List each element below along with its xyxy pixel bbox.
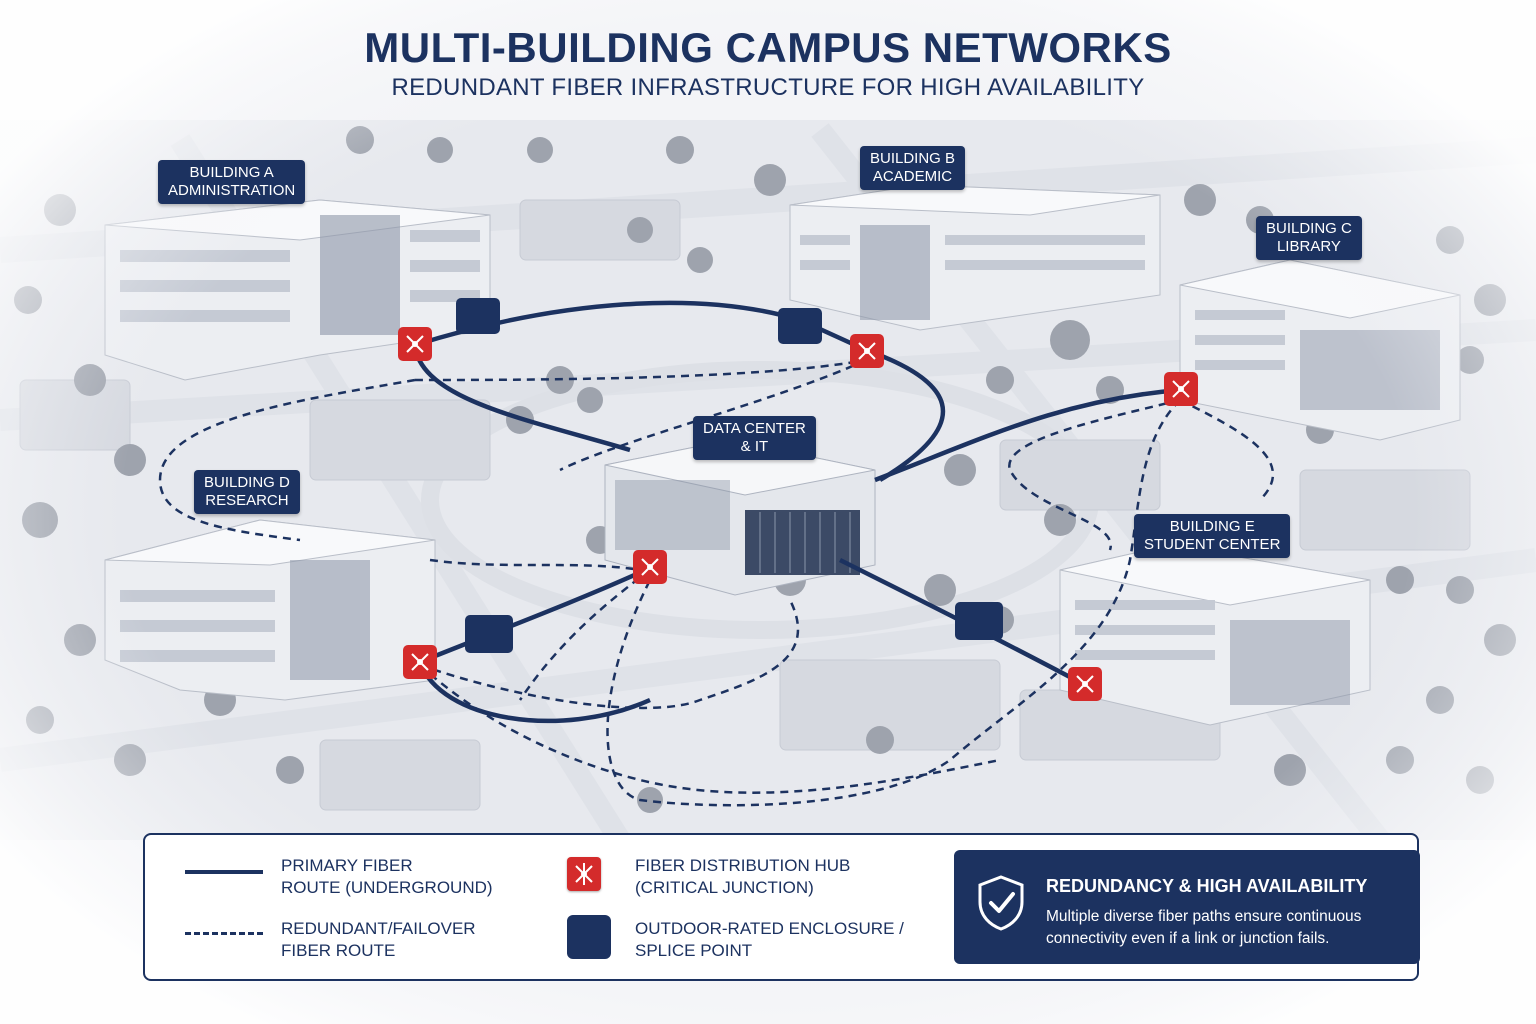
label-line2: RESEARCH [205,492,289,509]
label-line2: ADMINISTRATION [168,182,296,199]
label-building-d: BUILDING D RESEARCH [194,470,300,514]
page-title: MULTI-BUILDING CAMPUS NETWORKS [364,24,1172,71]
label-building-e: BUILDING E STUDENT CENTER [1134,514,1291,558]
label-building-c: BUILDING C LIBRARY [1256,216,1362,260]
label-line2: & IT [740,438,769,455]
label-line1: BUILDING B [870,150,956,167]
label-line2: ACADEMIC [872,168,953,185]
label-line1: BUILDING A [189,164,274,181]
label-line2: LIBRARY [1276,238,1341,255]
legend-primary-label: PRIMARY FIBER ROUTE (UNDERGROUND) [281,856,493,897]
label-data-center: DATA CENTER & IT [693,416,816,460]
legend-redundant-label: REDUNDANT/FAILOVER FIBER ROUTE [281,919,476,960]
label-building-a: BUILDING A ADMINISTRATION [158,160,306,204]
network-hub-icon [567,857,601,891]
redundancy-callout: REDUNDANCY & HIGH AVAILABILITY Multiple … [954,850,1420,964]
page-subtitle: REDUNDANT FIBER INFRASTRUCTURE FOR HIGH … [391,74,1145,101]
label-building-b: BUILDING B ACADEMIC [860,146,966,190]
redundancy-title: REDUNDANCY & HIGH AVAILABILITY [1046,876,1368,896]
label-line1: BUILDING C [1266,220,1352,237]
enclosure-box-icon [567,915,611,959]
label-line2: STUDENT CENTER [1144,536,1281,553]
redundant-route-swatch [185,932,263,935]
legend-hub-label: FIBER DISTRIBUTION HUB (CRITICAL JUNCTIO… [635,856,851,897]
shield-check-icon [978,875,1024,931]
label-line1: BUILDING D [204,474,290,491]
redundancy-description: Multiple diverse fiber paths ensure cont… [1046,908,1362,947]
primary-route-swatch [185,870,263,874]
legend-enclosure-label: OUTDOOR-RATED ENCLOSURE / SPLICE POINT [635,919,904,960]
label-line1: BUILDING E [1169,518,1255,535]
label-line1: DATA CENTER [703,420,806,437]
